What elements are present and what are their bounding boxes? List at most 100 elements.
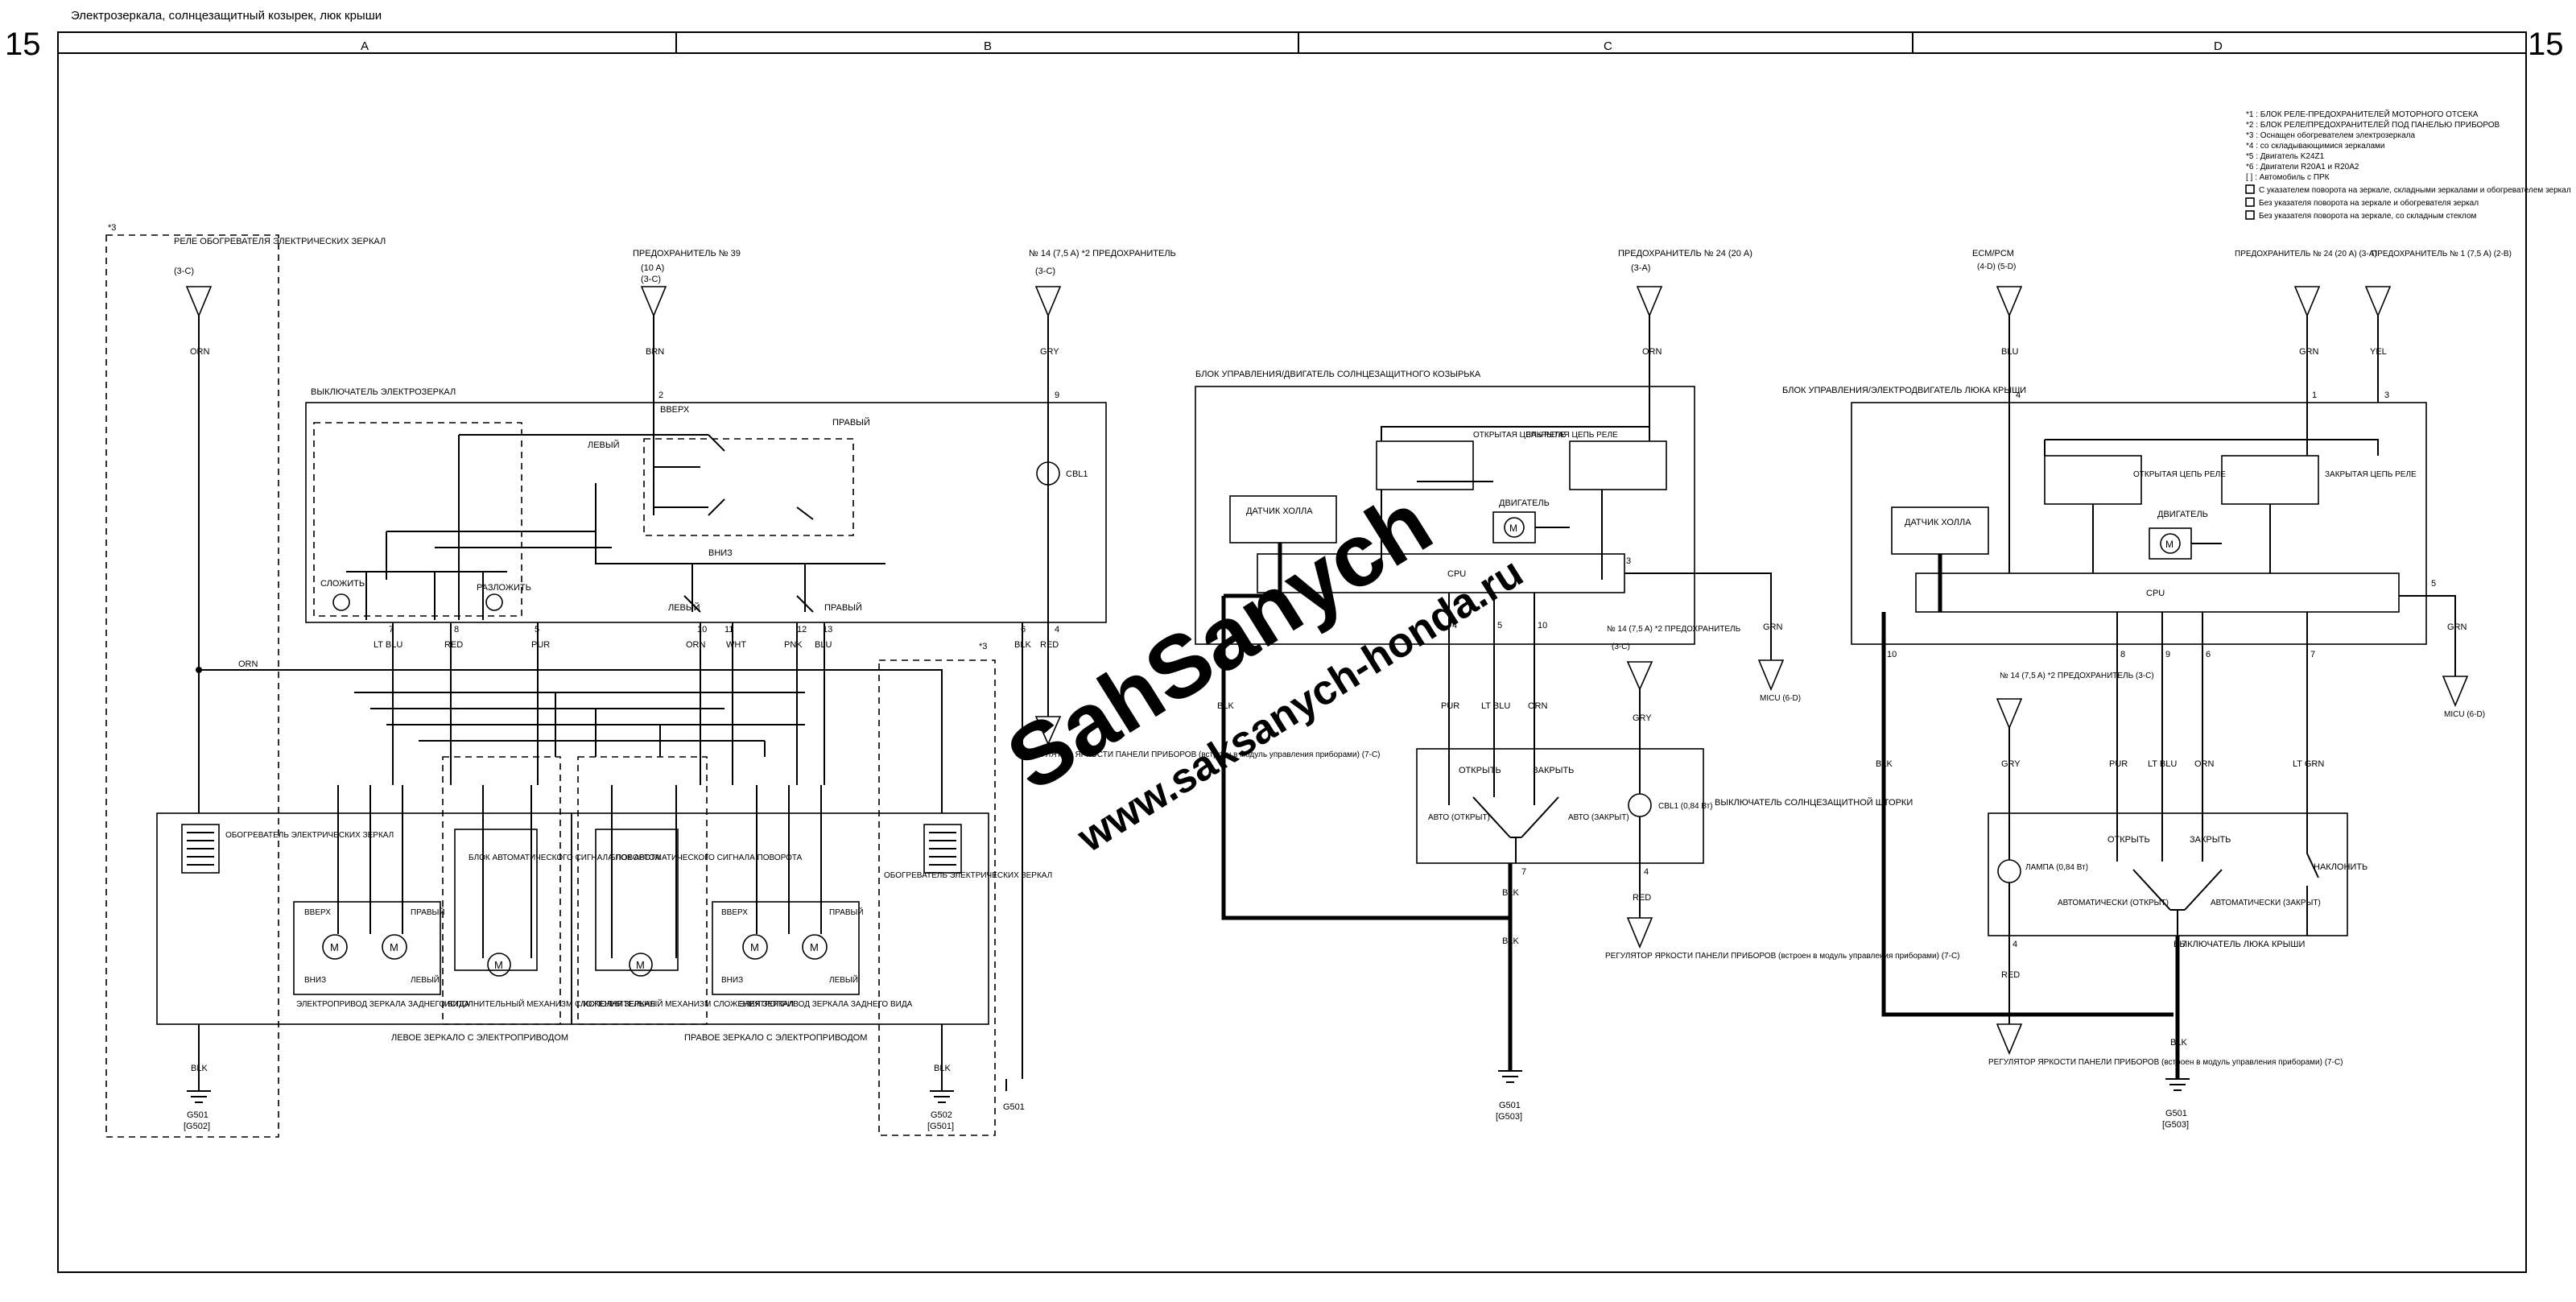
- moonroof-fuse1: ПРЕДОХРАНИТЕЛЬ № 1 (7,5 A) (2-B): [2372, 250, 2512, 258]
- fold-option-box-right: [577, 756, 708, 1025]
- svg-text:6: 6: [1021, 625, 1026, 634]
- legend-item: *1 : БЛОК РЕЛЕ-ПРЕДОХРАНИТЕЛЕЙ МОТОРНОГО…: [2246, 109, 2479, 119]
- switch-right-label: ПРАВЫЙ: [832, 417, 870, 428]
- diagram-frame: [57, 31, 2527, 1273]
- moonroof-ground: G501: [2165, 1109, 2187, 1118]
- moonroof-ecm-refs: (4-D) (5-D): [1977, 262, 2016, 271]
- wire-color-label: LT BLU: [1481, 701, 1510, 711]
- hall-sensor-box: [1229, 495, 1337, 544]
- moonroof-close-label: ЗАКРЫТЬ: [2190, 835, 2231, 845]
- moonroof-unit-box: [1851, 402, 2427, 645]
- left-mirror-label: ЛЕВОЕ ЗЕРКАЛО С ЭЛЕКТРОПРИВОДОМ: [391, 1033, 568, 1043]
- svg-text:5: 5: [1497, 621, 1502, 630]
- legend-item: *5 : Двигатель K24Z1: [2246, 152, 2325, 161]
- legend: *1 : БЛОК РЕЛЕ-ПРЕДОХРАНИТЕЛЕЙ МОТОРНОГО…: [2245, 109, 2571, 221]
- sunshade-open-label: ОТКРЫТЬ: [1459, 766, 1501, 775]
- moonroof-fuse24: ПРЕДОХРАНИТЕЛЬ № 24 (20 A) (3-A): [2235, 250, 2377, 258]
- mirror-dimmer-label: РЕГУЛЯТОР ЯРКОСТИ ПАНЕЛИ ПРИБОРОВ (встро…: [1026, 750, 1381, 759]
- moonroof-auto-close: АВТОМАТИЧЕСКИ (ЗАКРЫТ): [2211, 899, 2321, 907]
- ground-icon: [2165, 1078, 2190, 1091]
- moonroof-hall-label: ДАТЧИК ХОЛЛА: [1905, 518, 1971, 527]
- moonroof-lamp-label: ЛАМПА (0,84 Вт): [2025, 863, 2088, 872]
- heater-relay-ref: (3-C): [174, 267, 194, 276]
- wire-color-label: RED: [2001, 970, 2020, 980]
- actuator-up-label: ВВЕРХ: [304, 908, 331, 917]
- wire-color-label: BRN: [646, 347, 664, 357]
- fold-actuator-label-right: ИСПОЛНИТЕЛЬНЫЙ МЕХАНИЗМ СЛОЖЕНИЯ ЗЕРКАЛ: [583, 998, 794, 1009]
- actuator-right-label: ПРАВЫЙ: [411, 907, 445, 917]
- dimmer-terminal-icon: [1626, 917, 1653, 949]
- moonroof-auto-open: АВТОМАТИЧЕСКИ (ОТКРЫТ): [2058, 899, 2169, 907]
- fold-motor-icon: [629, 953, 653, 977]
- switch-symbol-icon: [485, 593, 503, 611]
- turn-unit-label-right: БЛОК АВТОМАТИЧЕСКОГО СИГНАЛА ПОВОРОТА: [610, 854, 803, 862]
- dimmer-terminal-icon: [1996, 1023, 2023, 1056]
- svg-text:M: M: [2165, 539, 2174, 550]
- column-label-a: A: [361, 39, 369, 53]
- sunshade-fuse14-ref: (3-C): [1612, 643, 1630, 651]
- right-mirror-box: [571, 812, 989, 1025]
- svg-text:12: 12: [797, 625, 807, 634]
- legend-item: Без указателя поворота на зеркале, со ск…: [2259, 212, 2477, 221]
- fold-label: СЛОЖИТЬ: [320, 579, 365, 589]
- moonroof-unit-label: БЛОК УПРАВЛЕНИЯ/ЭЛЕКТРОДВИГАТЕЛЬ ЛЮКА КР…: [1782, 386, 2026, 395]
- sunshade-switch-label: ВЫКЛЮЧАТЕЛЬ СОЛНЦЕЗАЩИТНОЙ ШТОРКИ: [1715, 797, 1913, 808]
- fuse-terminal-icon: [1636, 286, 1663, 318]
- wire-color-label: GRN: [2447, 622, 2467, 632]
- sunshade-bulb-label: CBL1 (0,84 Вт): [1658, 802, 1713, 811]
- fuse-terminal-icon: [1996, 286, 2023, 318]
- legend-box-icon: [2245, 210, 2255, 220]
- wire-color-label: BLK: [1014, 640, 1031, 650]
- ground-g501b: [G501]: [927, 1122, 954, 1131]
- wire-color-label: GRN: [1763, 622, 1783, 632]
- sunshade-dimmer-label: РЕГУЛЯТОР ЯРКОСТИ ПАНЕЛИ ПРИБОРОВ (встро…: [1605, 951, 1960, 961]
- svg-text:M: M: [1509, 523, 1517, 534]
- switch-symbol-icon: [332, 593, 350, 611]
- legend-item: С указателем поворота на зеркале, складн…: [2259, 185, 2571, 195]
- actuator-left-label: ЛЕВЫЙ: [829, 974, 858, 985]
- wire-color-label: WHT: [726, 640, 746, 650]
- fuse39-rating: (10 A): [641, 263, 664, 273]
- sunshade-micu-label: MICU (6-D): [1760, 694, 1801, 703]
- svg-text:4: 4: [1452, 621, 1457, 630]
- selector-right-label: ПРАВЫЙ: [824, 602, 862, 613]
- wire-color-label: BLK: [1502, 936, 1519, 946]
- svg-text:8: 8: [2120, 650, 2125, 659]
- indicator-bulb-icon: [1628, 793, 1652, 817]
- hall-sensor-box: [1891, 506, 1989, 555]
- actuator-up-label: ВВЕРХ: [721, 908, 748, 917]
- legend-item: *2 : БЛОК РЕЛЕ/ПРЕДОХРАНИТЕЛЕЙ ПОД ПАНЕЛ…: [2246, 119, 2500, 130]
- page-number-left: 15: [5, 27, 41, 62]
- motor-icon: [322, 934, 348, 960]
- moonroof-fuse14: № 14 (7,5 A) *2 ПРЕДОХРАНИТЕЛЬ (3-C): [2000, 672, 2154, 680]
- fold-switch-option-box: [313, 422, 522, 617]
- wire-color-label: BLK: [1876, 759, 1893, 769]
- wire-color-label: GRY: [1633, 713, 1652, 723]
- page-header-title: Электрозеркала, солнцезащитный козырек, …: [71, 9, 382, 23]
- wire-color-label: BLK: [2170, 1038, 2187, 1048]
- wire-color-label: BLK: [1502, 888, 1519, 898]
- svg-text:4: 4: [1055, 625, 1059, 634]
- ground-icon: [187, 1090, 954, 1103]
- column-label-c: C: [1604, 39, 1612, 53]
- heater-label-left: ОБОГРЕВАТЕЛЬ ЭЛЕКТРИЧЕСКИХ ЗЕРКАЛ: [225, 831, 394, 840]
- wire-color-label: LT BLU: [2148, 759, 2177, 769]
- svg-text:M: M: [390, 941, 398, 953]
- legend-box-icon: [2245, 184, 2255, 194]
- wire-color-label: PUR: [2109, 759, 2128, 769]
- svg-text:M: M: [636, 959, 645, 971]
- svg-text:10: 10: [1887, 650, 1897, 659]
- svg-text:3: 3: [1626, 556, 1631, 566]
- heater-relay-label: РЕЛЕ ОБОГРЕВАТЕЛЯ ЭЛЕКТРИЧЕСКИХ ЗЕРКАЛ: [174, 237, 386, 246]
- legend-item: *4 : со складывающимися зеркалами: [2246, 142, 2385, 151]
- wire-color-label: ORN: [1642, 347, 1662, 357]
- svg-text:9: 9: [2165, 650, 2170, 659]
- wire-color-label: RED: [1633, 893, 1651, 903]
- wire-color-label: GRY: [1040, 347, 1059, 357]
- actuator-down-label: ВНИЗ: [304, 976, 326, 985]
- wire-color-label: BLU: [2001, 347, 2018, 357]
- fuse39-ref: (3-C): [641, 275, 661, 284]
- heater-element-icon: [923, 824, 962, 874]
- fold-actuator-label-left: ИСПОЛНИТЕЛЬНЫЙ МЕХАНИЗМ СЛОЖЕНИЯ ЗЕРКАЛ: [444, 998, 655, 1009]
